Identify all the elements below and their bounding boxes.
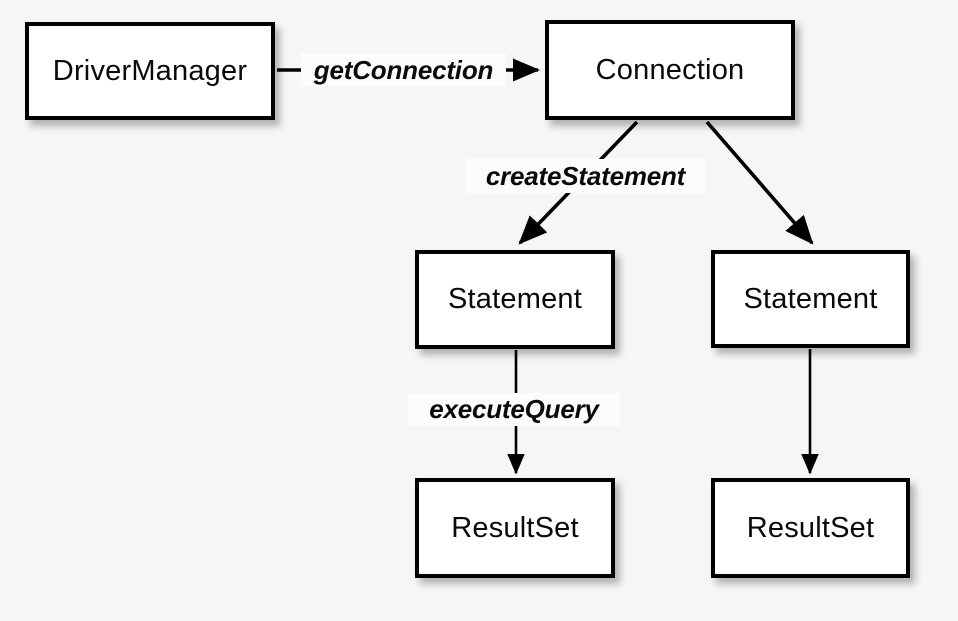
node-resultset-left[interactable]: ResultSet (415, 478, 615, 578)
node-connection-label: Connection (595, 53, 745, 86)
node-statement-left-label: Statement (448, 283, 582, 315)
node-resultset-right[interactable]: ResultSet (711, 478, 910, 578)
node-driver-manager-label: DriverManager (52, 54, 248, 87)
edge-create-statement-right-line (705, 120, 814, 245)
edge-label-get-connection: getConnection (301, 53, 506, 87)
node-statement-left[interactable]: Statement (415, 250, 615, 349)
edge-label-create-statement: createStatement (466, 159, 705, 193)
node-resultset-left-label: ResultSet (451, 511, 579, 544)
edge-label-execute-query: executeQuery (408, 393, 620, 426)
node-driver-manager[interactable]: DriverManager (25, 22, 275, 120)
node-resultset-right-label: ResultSet (746, 511, 875, 544)
node-statement-right-label: Statement (743, 282, 878, 315)
node-connection[interactable]: Connection (545, 20, 795, 120)
node-statement-right[interactable]: Statement (711, 250, 910, 348)
